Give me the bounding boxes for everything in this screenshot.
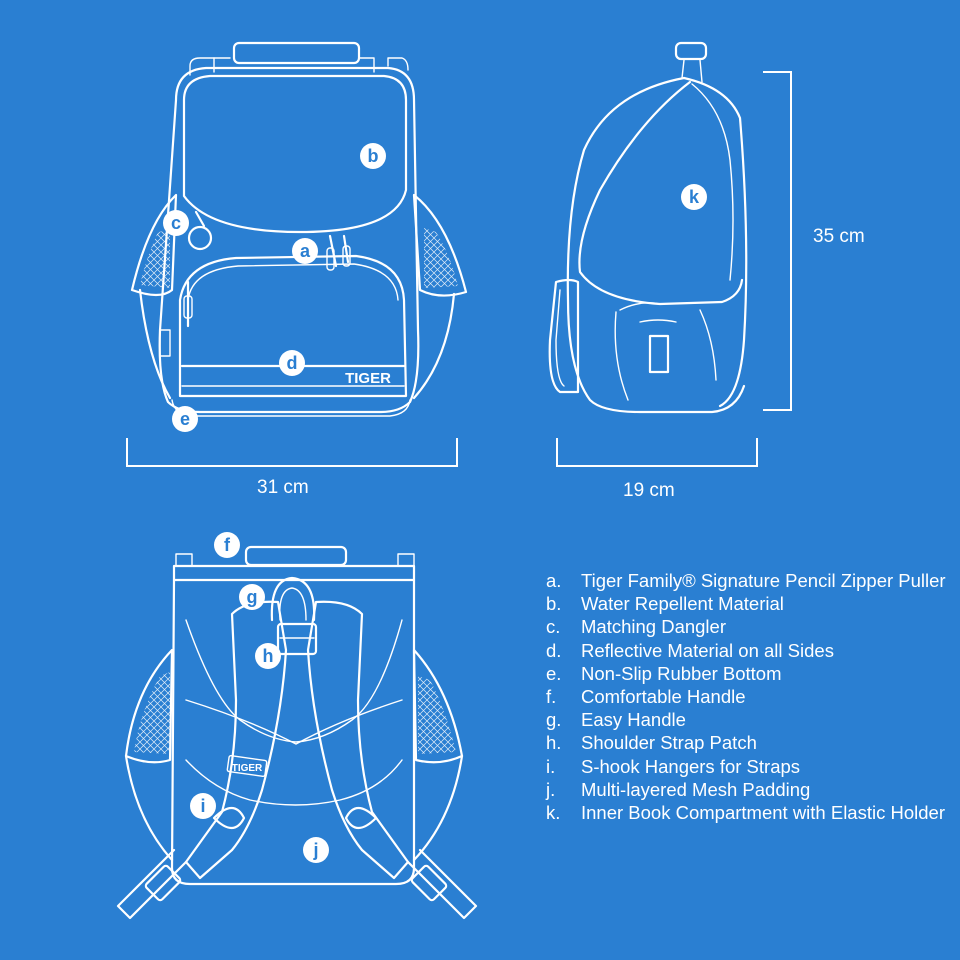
side-strap-buckle — [648, 334, 670, 374]
front-view: TIGER — [130, 41, 468, 417]
s-hook-left — [212, 806, 246, 830]
legend-text: Non-Slip Rubber Bottom — [581, 662, 782, 684]
rubber-bottom — [171, 399, 411, 417]
svg-text:b: b — [368, 146, 379, 166]
callout-k: k — [681, 184, 707, 210]
legend-item: e. Non-Slip Rubber Bottom — [546, 662, 956, 685]
left-shoulder-strap — [184, 600, 288, 880]
callout-d: d — [279, 350, 305, 376]
svg-text:k: k — [689, 187, 700, 207]
feature-legend: a. Tiger Family® Signature Pencil Zipper … — [546, 569, 956, 824]
pencil-zipper-puller — [328, 234, 350, 268]
legend-key: a. — [546, 570, 562, 591]
legend-key: k. — [546, 802, 561, 824]
side-body — [566, 76, 746, 414]
depth-dimension-line — [556, 438, 758, 467]
legend-text: Matching Dangler — [581, 616, 726, 638]
legend-text: Easy Handle — [581, 709, 686, 731]
legend-text: Inner Book Compartment with Elastic Hold… — [581, 802, 945, 824]
callout-b: b — [360, 143, 386, 169]
svg-text:j: j — [312, 840, 318, 860]
legend-text: S-hook Hangers for Straps — [581, 755, 801, 777]
back-view: TIGER — [116, 545, 478, 920]
right-side-pocket — [412, 193, 468, 297]
legend-key: e. — [546, 662, 562, 684]
depth-label: 19 cm — [623, 480, 675, 501]
legend-item: i. S-hook Hangers for Straps — [546, 755, 956, 778]
legend-item: b. Water Repellent Material — [546, 592, 956, 615]
svg-text:g: g — [247, 587, 258, 607]
legend-key: f. — [546, 686, 557, 708]
matching-dangler — [187, 225, 213, 251]
callout-a: a — [292, 238, 318, 264]
comfortable-handle — [244, 545, 348, 567]
shoulder-strap-patch — [276, 622, 318, 656]
legend-item: j. Multi-layered Mesh Padding — [546, 778, 956, 801]
strap-tiger-logo: TIGER — [232, 763, 263, 774]
legend-key: h. — [546, 732, 562, 754]
legend-item: d. Reflective Material on all Sides — [546, 639, 956, 662]
legend-key: j. — [546, 778, 556, 800]
height-dimension-line — [763, 71, 792, 411]
callout-f: f — [214, 532, 240, 558]
legend-text: Water Repellent Material — [581, 593, 784, 615]
height-label: 35 cm — [813, 226, 865, 247]
svg-text:e: e — [180, 409, 190, 429]
legend-text: Tiger Family® Signature Pencil Zipper Pu… — [581, 570, 946, 591]
svg-text:a: a — [300, 241, 311, 261]
svg-text:c: c — [171, 213, 181, 233]
easy-handle — [270, 576, 316, 622]
legend-text: Shoulder Strap Patch — [581, 732, 757, 754]
inner-book-compartment — [578, 80, 744, 306]
legend-key: d. — [546, 639, 562, 661]
legend-item: a. Tiger Family® Signature Pencil Zipper … — [546, 569, 956, 592]
left-side-pocket — [130, 193, 178, 297]
svg-text:d: d — [287, 353, 298, 373]
svg-text:f: f — [224, 535, 231, 555]
side-view — [548, 41, 748, 414]
legend-item: h. Shoulder Strap Patch — [546, 731, 956, 754]
legend-item: k. Inner Book Compartment with Elastic Ho… — [546, 801, 956, 824]
side-top-handle — [674, 41, 708, 61]
callout-i: i — [190, 793, 216, 819]
right-shoulder-strap — [306, 600, 410, 880]
legend-text: Reflective Material on all Sides — [581, 639, 834, 661]
callout-j: j — [303, 837, 329, 863]
legend-key: g. — [546, 709, 562, 731]
legend-key: i. — [546, 755, 556, 777]
legend-item: f. Comfortable Handle — [546, 685, 956, 708]
legend-key: c. — [546, 616, 561, 638]
s-hook-right — [344, 806, 378, 830]
callout-c: c — [163, 210, 189, 236]
top-handle — [232, 41, 361, 65]
legend-item: c. Matching Dangler — [546, 615, 956, 638]
front-pocket — [178, 254, 408, 398]
width-label: 31 cm — [257, 477, 309, 498]
tiger-logo: TIGER — [345, 370, 391, 387]
back-panel — [170, 578, 416, 886]
left-strap-buckle — [144, 864, 182, 902]
width-dimension-line — [126, 438, 458, 467]
right-strap-buckle — [410, 864, 448, 902]
callout-e: e — [172, 406, 198, 432]
svg-text:i: i — [200, 796, 205, 816]
legend-item: g. Easy Handle — [546, 708, 956, 731]
legend-text: Multi-layered Mesh Padding — [581, 778, 811, 800]
legend-key: b. — [546, 593, 562, 615]
front-flap — [182, 74, 408, 234]
svg-text:h: h — [263, 646, 274, 666]
callout-g: g — [239, 584, 265, 610]
callout-h: h — [255, 643, 281, 669]
legend-text: Comfortable Handle — [581, 686, 746, 708]
